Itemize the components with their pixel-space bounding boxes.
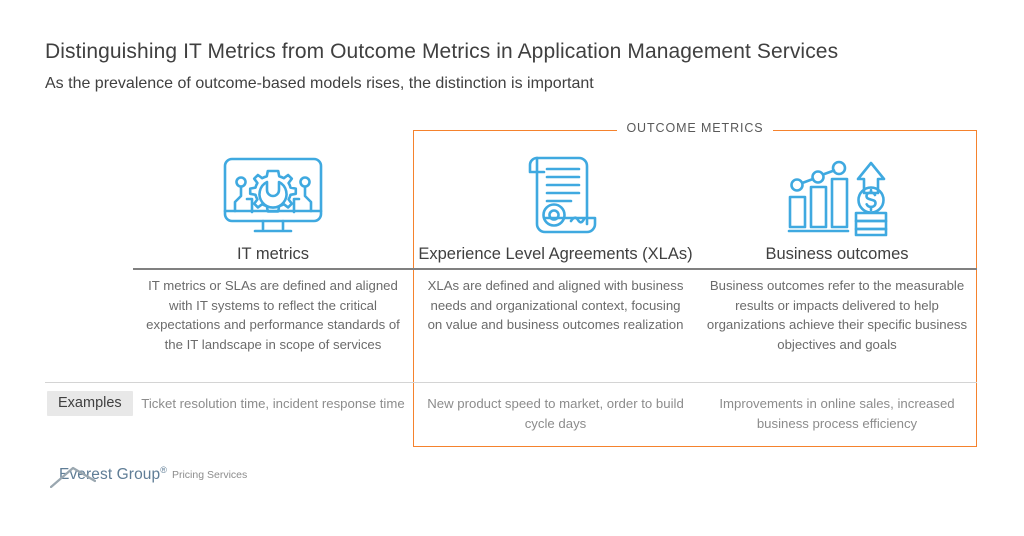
everest-group-logo: Everest Group® Pricing Services — [49, 466, 248, 489]
column-header-xla: Experience Level Agreements (XLAs) — [418, 245, 693, 263]
column-xla: Experience Level Agreements (XLAs) — [415, 150, 696, 273]
column-business-outcomes: Business outcomes — [697, 150, 977, 273]
examples-divider — [45, 382, 977, 383]
description-business-outcomes: Business outcomes refer to the measurabl… — [706, 278, 968, 352]
bar-chart-growth-dollar-icon — [697, 150, 977, 242]
logo-registered-mark: ® — [160, 465, 167, 475]
page-subtitle: As the prevalence of outcome-based model… — [45, 75, 594, 92]
logo-name-text: Everest Group — [59, 466, 161, 484]
column-header-it-metrics: IT metrics — [236, 245, 310, 263]
page-title: Distinguishing IT Metrics from Outcome M… — [45, 40, 839, 63]
example-business-outcomes: Improvements in online sales, increased … — [719, 396, 955, 431]
example-it-metrics: Ticket resolution time, incident respons… — [141, 396, 405, 411]
description-xla: XLAs are defined and aligned with busine… — [427, 278, 684, 332]
column-header-business-outcomes: Business outcomes — [765, 245, 909, 263]
column-it-metrics: IT metrics — [133, 150, 413, 273]
mountain-peak-icon — [49, 466, 97, 493]
header-divider — [133, 268, 977, 270]
examples-row-label: Examples — [47, 391, 133, 416]
monitor-gear-wrench-icon — [133, 150, 413, 242]
contract-scroll-seal-icon — [415, 150, 696, 242]
description-it-metrics: IT metrics or SLAs are defined and align… — [146, 278, 400, 352]
logo-name: Everest Group® — [59, 466, 167, 484]
outcome-metrics-frame-label: OUTCOME METRICS — [413, 121, 977, 135]
outcome-metrics-frame-label-text: OUTCOME METRICS — [617, 121, 773, 135]
logo-tagline: Pricing Services — [171, 469, 248, 482]
example-xla: New product speed to market, order to bu… — [427, 396, 684, 431]
